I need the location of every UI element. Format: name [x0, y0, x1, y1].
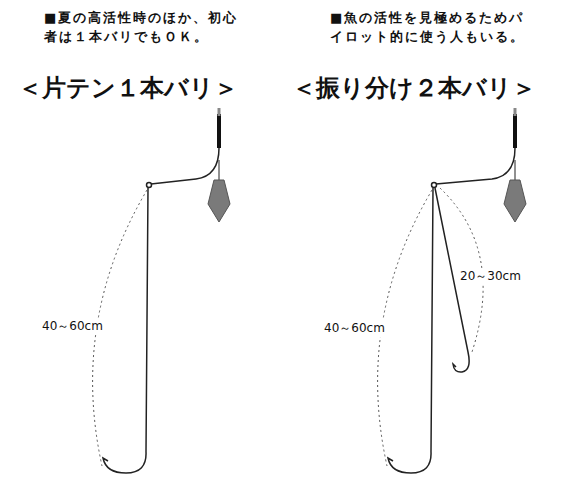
rig-heading: ＜片テン１本バリ＞	[18, 72, 238, 104]
dimension-label: 40～60cm	[322, 320, 387, 337]
wire-arm	[151, 148, 219, 184]
left-rig	[93, 108, 230, 473]
swivel	[218, 108, 221, 116]
rig-heading: ＜振り分け２本バリ＞	[292, 72, 536, 104]
rod-stem	[217, 114, 221, 148]
sinker	[504, 180, 526, 222]
right-rig	[378, 108, 526, 473]
note-text: ■夏の高活性時のほか、初心 者は１本バリでもＯＫ。	[44, 8, 249, 46]
swivel	[514, 108, 517, 116]
note-text: ■魚の活性を見極めるためパ イロット的に使う人もいる。	[330, 8, 535, 46]
sinker-line	[515, 160, 516, 180]
ring	[432, 183, 437, 188]
wire-arm	[436, 148, 515, 184]
rod-stem	[513, 114, 517, 148]
ring	[147, 183, 152, 188]
sinker-line	[219, 160, 220, 180]
dimension-label: 40～60cm	[40, 318, 105, 335]
dimension-label: 20～30cm	[458, 268, 523, 285]
sinker	[208, 180, 230, 222]
